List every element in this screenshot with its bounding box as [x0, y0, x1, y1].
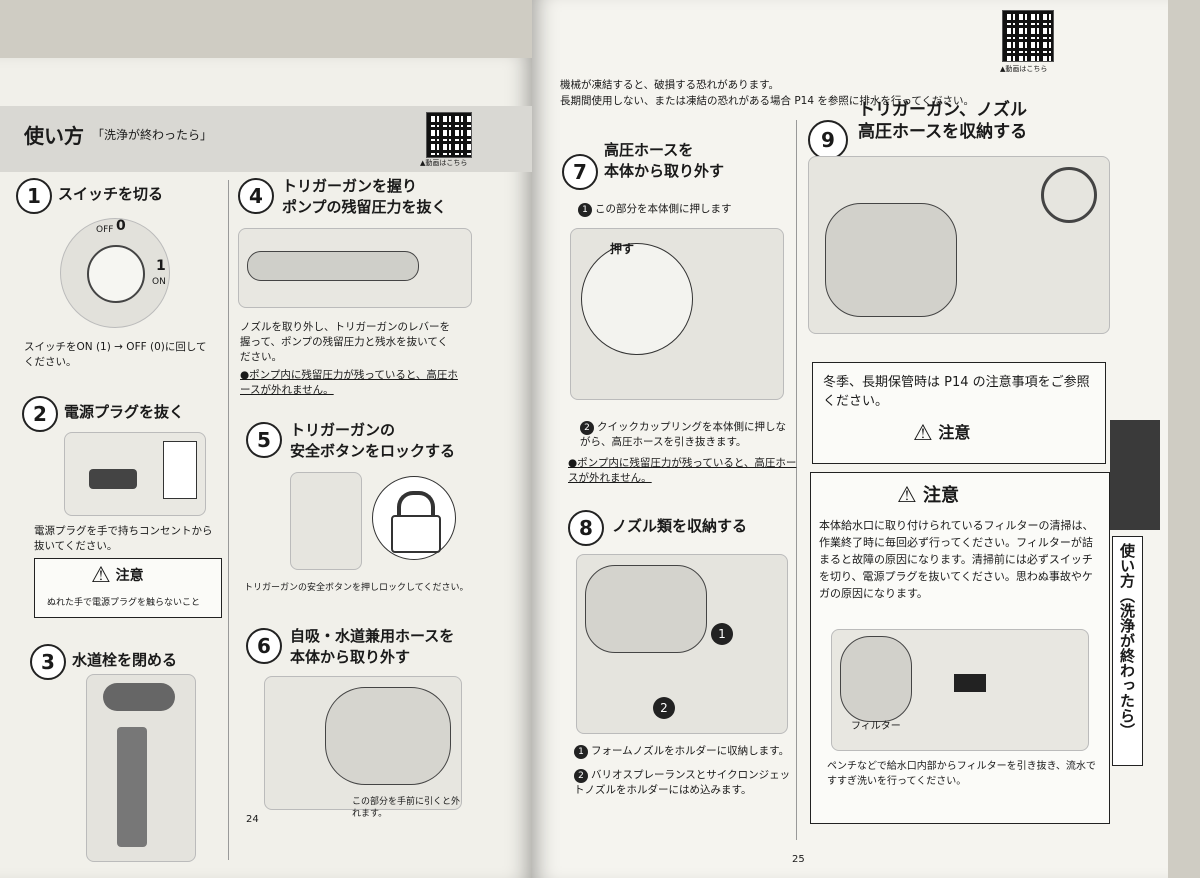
dial-zero-label: 0: [116, 218, 126, 234]
dial-off-label: OFF: [96, 225, 114, 235]
step-5-number: 5: [246, 422, 282, 458]
side-tab-dark: [1110, 420, 1160, 530]
step-8-title: ノズル類を収納する: [612, 517, 748, 535]
warning-triangle-icon: ⚠: [913, 420, 933, 446]
winter-storage-box: 冬季、長期保管時は P14 の注意事項をご参照ください。 ⚠ 注意: [812, 362, 1106, 464]
right-page: 機械が凍結すると、破損する恐れがあります。 長期間使用しない、または凍結の恐れが…: [532, 0, 1168, 878]
step-4-note: ●ポンプ内に残留圧力が残っていると、高圧ホースが外れません。: [240, 369, 458, 396]
washer-storage-illustration: [808, 156, 1110, 334]
section-subtitle: 「洗浄が終わったら」: [92, 128, 213, 142]
caution-label: 注意: [923, 485, 960, 506]
dial-one-label: 1: [156, 258, 166, 274]
step-1-number: 1: [16, 178, 52, 214]
filter-cleaning-instruction: ペンチなどで給水口内部からフィルターを引き抜き、流水ですすぎ洗いを行ってください…: [827, 761, 1096, 787]
step-6-callout: この部分を手前に引くと外れます。: [352, 797, 461, 819]
qr-caption-right: ▲動画はこちら: [1000, 65, 1048, 73]
step-3-title: 水道栓を閉める: [72, 651, 178, 669]
arrow-right-icon: [954, 674, 986, 692]
side-tab-label: 使い方（洗浄が終わったら）: [1112, 536, 1143, 766]
coupling-illustration: [570, 228, 784, 400]
hose-removal-illustration: [264, 676, 462, 810]
filter-removal-illustration: [831, 629, 1089, 751]
step-1-title: スイッチを切る: [58, 185, 164, 203]
bullet-1-icon: 1: [574, 745, 588, 759]
step-7-title-line1: 高圧ホースを: [604, 141, 694, 159]
step-6-title-line1: 自吸・水道兼用ホースを: [290, 627, 455, 645]
step-6-number: 6: [246, 628, 282, 664]
step-7-note: ●ポンプ内に残留圧力が残っていると、高圧ホースが外れません。: [568, 457, 797, 484]
step-5-desc: トリガーガンの安全ボタンを押しロックしてください。: [244, 583, 469, 593]
step-4-desc: ノズルを取り外し、トリガーガンのレバーを握って、ポンプの残留圧力と残水を抜いてく…: [240, 321, 450, 363]
warning-triangle-icon: ⚠: [897, 483, 917, 508]
bullet-2-icon: 2: [574, 769, 588, 783]
callout-1-icon: 1: [711, 623, 733, 645]
step-6-title-line2: 本体から取り外す: [290, 648, 411, 666]
step-1-desc: スイッチをON (1) → OFF (0)に回してください。: [24, 341, 207, 368]
page-number-right: 25: [792, 854, 805, 865]
plug-illustration: [64, 432, 206, 516]
dial-on-label: ON: [152, 277, 166, 287]
filter-caution-box: ⚠ 注意 本体給水口に取り付けられているフィルターの清掃は、作業終了時に毎回必ず…: [810, 472, 1110, 824]
step-9-title-line2: 高圧ホースを収納する: [858, 122, 1028, 142]
step-9-title-line1: トリガーガン、ノズル: [858, 100, 1027, 120]
step-5-title-line2: 安全ボタンをロックする: [290, 442, 456, 460]
nozzle-storage-illustration: 1 2: [576, 554, 788, 734]
step-4-number: 4: [238, 178, 274, 214]
qr-code-right[interactable]: [1002, 10, 1054, 62]
step-2-number: 2: [22, 396, 58, 432]
warning-label: 注意: [115, 568, 144, 584]
bullet-2-icon: 2: [580, 421, 594, 435]
section-title: 使い方: [24, 124, 84, 148]
caution-text: 本体給水口に取り付けられているフィルターの清掃は、作業終了時に毎回必ず行ってくだ…: [819, 519, 1094, 600]
column-divider: [228, 180, 229, 860]
warning-triangle-icon: ⚠: [91, 563, 111, 588]
left-page: 使い方 「洗浄が終わったら」 ▲動画はこちら 1 スイッチを切る OFF 0 1…: [0, 58, 532, 878]
bullet-1-icon: 1: [578, 203, 592, 217]
trigger-gun-illustration: [238, 228, 472, 308]
step-7-number: 7: [562, 154, 598, 190]
safety-button-illustration: [290, 472, 362, 570]
power-switch-dial: [60, 218, 170, 328]
callout-2-icon: 2: [653, 697, 675, 719]
step-7-title-line2: 本体から取り外す: [604, 162, 725, 180]
winter-storage-text: 冬季、長期保管時は P14 の注意事項をご参照ください。: [823, 375, 1090, 409]
faucet-illustration: [86, 674, 196, 862]
step-8-item1-text: フォームノズルをホルダーに収納します。: [591, 745, 790, 757]
freeze-warning-line2: 長期間使用しない、または凍結の恐れがある場合 P14 を参照に排水を行ってくださ…: [560, 95, 975, 107]
qr-code[interactable]: [426, 112, 472, 158]
winter-warning-label: 注意: [938, 423, 971, 442]
column-divider-right: [796, 120, 797, 840]
step-3-number: 3: [30, 644, 66, 680]
filter-label: フィルター: [851, 721, 901, 732]
step-4-title-line1: トリガーガンを握り: [282, 177, 418, 195]
warning-text: ぬれた手で電源プラグを触らないこと: [47, 598, 201, 608]
step-2-title: 電源プラグを抜く: [64, 403, 185, 421]
warning-row: ⚠ 注意: [91, 565, 144, 587]
freeze-warning-line1: 機械が凍結すると、破損する恐れがあります。: [560, 79, 780, 91]
step-9-number: 9: [808, 120, 848, 160]
step-2-desc: 電源プラグを手で持ちコンセントから抜いてください。: [34, 525, 213, 552]
page-number-left: 24: [246, 814, 259, 825]
winter-warning-row: ⚠ 注意: [913, 419, 970, 445]
step-7-sub2-text: クイックカップリングを本体側に押しながら、高圧ホースを引き抜きます。: [580, 421, 786, 448]
step-4-title-line2: ポンプの残留圧力を抜く: [282, 198, 447, 216]
step-2-warning-box: ⚠ 注意 ぬれた手で電源プラグを触らないこと: [34, 558, 222, 618]
push-label: 押す: [610, 242, 635, 256]
caution-header: ⚠ 注意: [897, 481, 959, 507]
step-8-number: 8: [568, 510, 604, 546]
qr-caption: ▲動画はこちら: [420, 159, 468, 167]
lock-icon: [372, 476, 456, 560]
step-5-title-line1: トリガーガンの: [290, 421, 396, 439]
step-7-sub1-text: この部分を本体側に押します: [595, 203, 732, 215]
step-8-item2-text: バリオスプレーランスとサイクロンジェットノズルをホルダーにはめ込みます。: [574, 769, 791, 796]
